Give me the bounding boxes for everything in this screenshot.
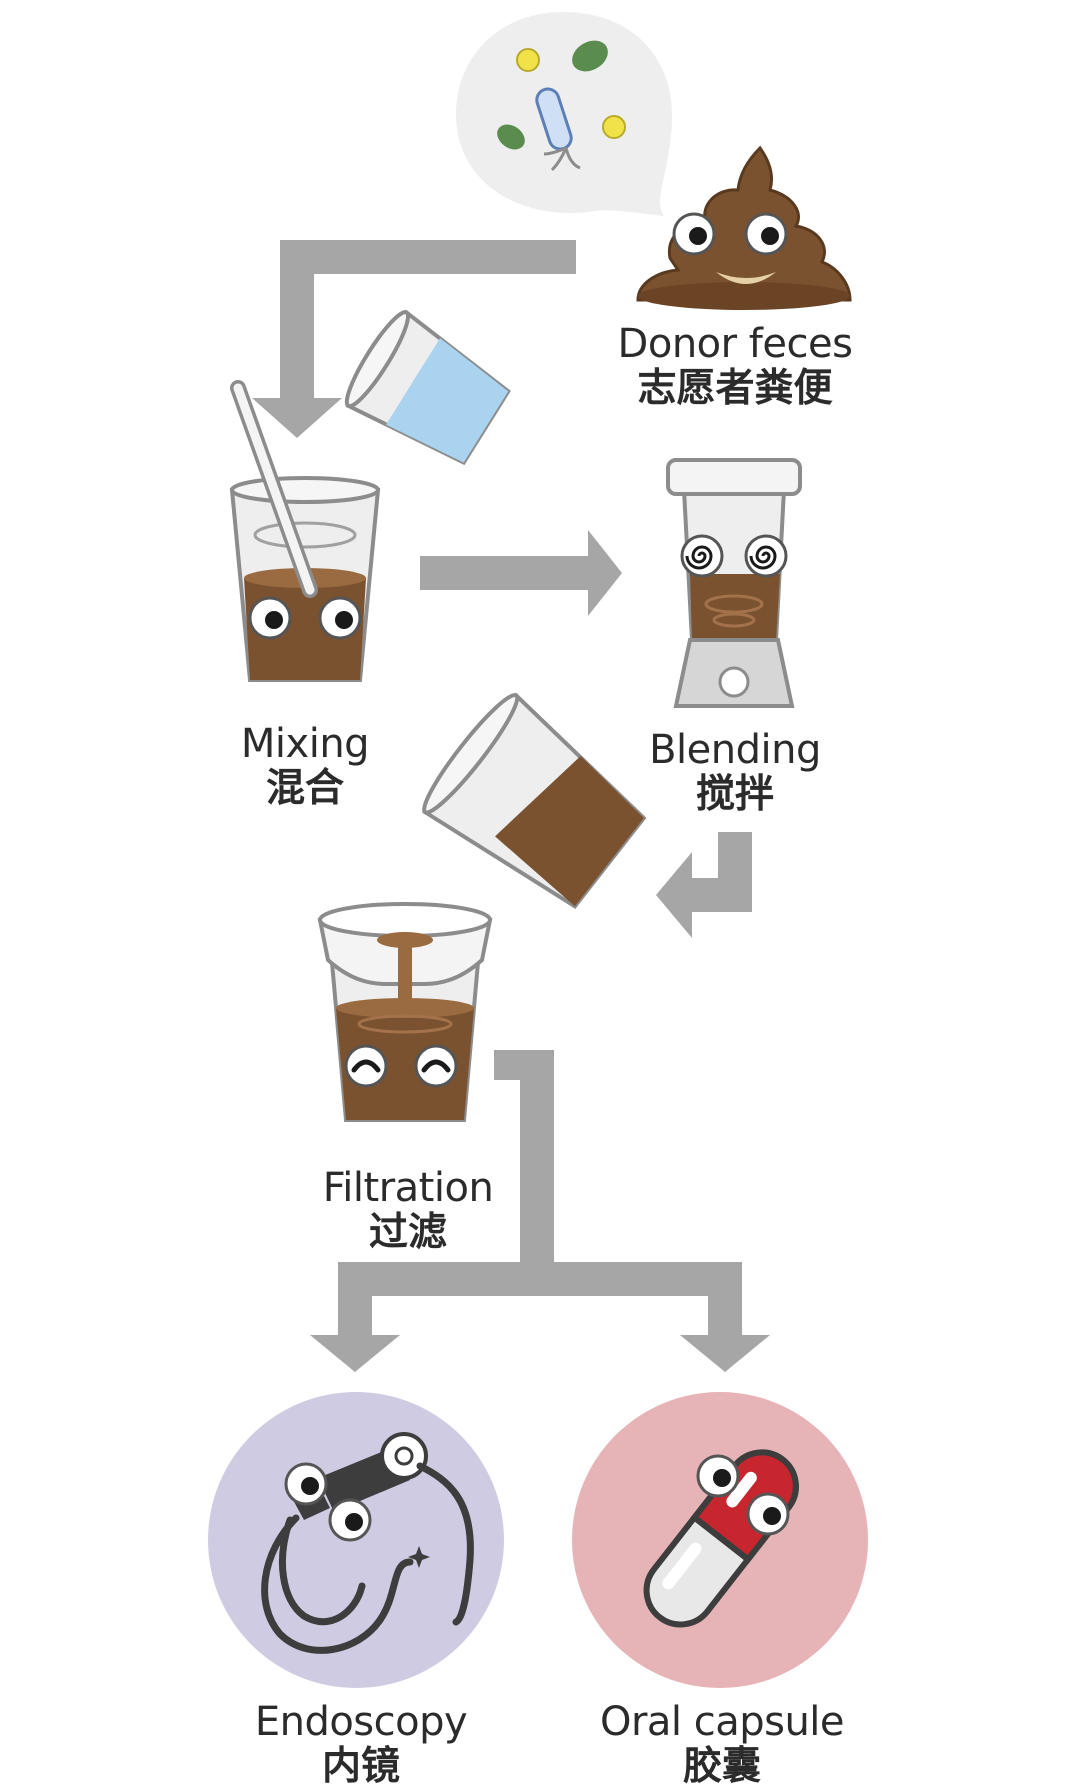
pouring-glass-icon: [422, 692, 647, 909]
poop-icon: [636, 145, 852, 310]
label-oral-capsule-en: Oral capsule: [599, 1699, 845, 1745]
microbe-bubble-icon: [456, 12, 672, 216]
label-endoscopy-en: Endoscopy: [254, 1699, 468, 1745]
arrow-blending-to-filtration: [656, 832, 752, 938]
label-mixing: Mixing 混合: [220, 722, 390, 810]
blender-icon: [666, 458, 802, 708]
arrow-donor-to-mixing: [252, 240, 576, 438]
arrow-mixing-to-blending: [420, 530, 622, 616]
label-donor-feces: Donor feces 志愿者粪便: [610, 322, 860, 410]
label-filtration: Filtration 过滤: [308, 1166, 508, 1254]
label-filtration-en: Filtration: [322, 1165, 494, 1211]
capsule-icon: [572, 1392, 868, 1688]
label-mixing-zh: 混合: [265, 764, 344, 811]
label-donor-feces-zh: 志愿者粪便: [637, 364, 833, 411]
label-oral-capsule-zh: 胶囊: [682, 1742, 761, 1789]
arrow-filtration-to-outputs: [310, 1050, 770, 1372]
label-donor-feces-en: Donor feces: [617, 321, 853, 367]
label-endoscopy-zh: 内镜: [321, 1742, 400, 1789]
label-blending: Blending 搅拌: [640, 728, 830, 816]
label-blending-zh: 搅拌: [695, 770, 774, 817]
label-filtration-zh: 过滤: [368, 1208, 447, 1255]
water-glass-icon: [344, 309, 511, 466]
label-mixing-en: Mixing: [240, 721, 370, 767]
label-endoscopy: Endoscopy 内镜: [246, 1700, 476, 1788]
filter-cup-icon: [317, 902, 493, 1122]
endoscope-icon: [208, 1392, 504, 1688]
label-blending-en: Blending: [649, 727, 821, 773]
mixing-glass-icon: [229, 380, 381, 682]
label-oral-capsule: Oral capsule 胶囊: [592, 1700, 852, 1788]
